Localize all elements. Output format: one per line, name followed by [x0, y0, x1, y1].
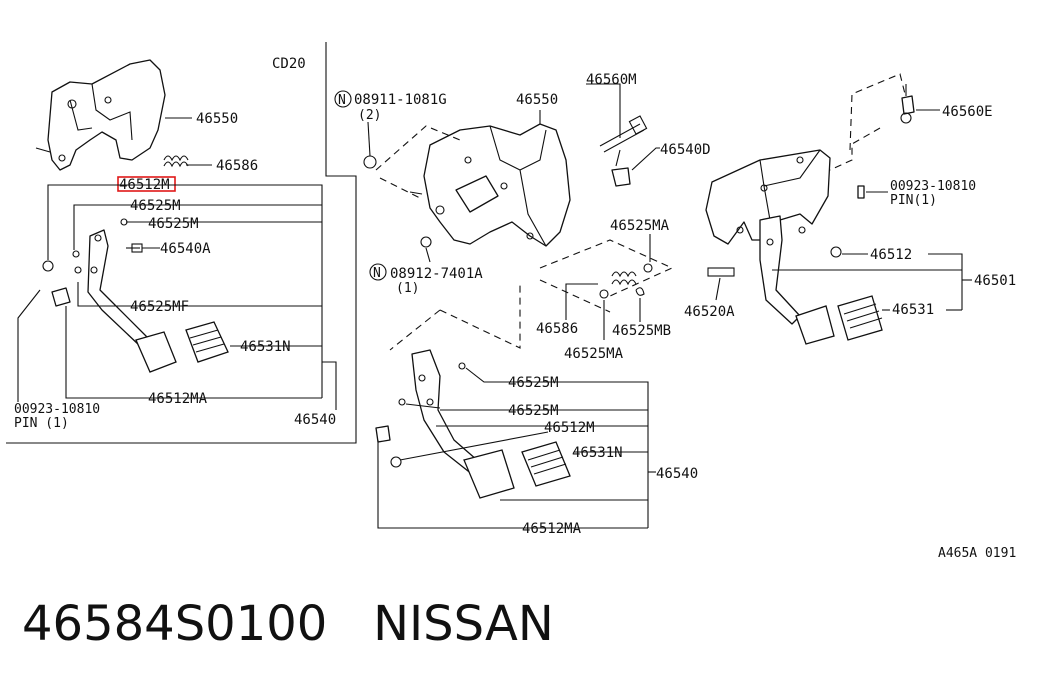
bolt-46560E	[900, 84, 915, 124]
label-46512M-center: 46512M	[544, 420, 595, 436]
label-08911-qty: (2)	[358, 108, 381, 123]
n-symbol-top: N	[334, 90, 352, 108]
part-caption: 46584S0100 NISSAN	[22, 596, 554, 652]
nut-08912	[420, 236, 432, 248]
label-46525MB: 46525MB	[612, 323, 671, 339]
spring-46586-left	[163, 155, 189, 168]
label-46560E: 46560E	[942, 104, 993, 120]
label-46531N-center: 46531N	[572, 445, 623, 461]
label-46540-left: 46540	[294, 412, 336, 428]
label-pin-number-left: 00923-10810	[14, 402, 100, 417]
label-pin-right: PIN(1)	[890, 193, 937, 208]
bolt-46560M	[599, 115, 648, 153]
label-46540D: 46540D	[660, 142, 711, 158]
label-46512-right: 46512	[870, 247, 912, 263]
label-46586-center: 46586	[536, 321, 578, 337]
label-46540A: 46540A	[160, 241, 211, 257]
label-46512MA-left: 46512MA	[148, 391, 208, 407]
engine-label: CD20	[272, 56, 306, 72]
label-46525M-center-a: 46525M	[508, 375, 559, 391]
label-46531N-left: 46531N	[240, 339, 291, 355]
label-pin-number-right: 00923-10810	[890, 179, 976, 194]
label-46586-left: 46586	[216, 158, 258, 174]
label-46525MA-center-a: 46525MA	[610, 218, 670, 234]
left-bracket-46550	[35, 59, 166, 171]
center-leaders	[377, 367, 656, 529]
label-46525M-center-b: 46525M	[508, 403, 559, 419]
label-08912-7401A: 08912-7401A	[390, 266, 483, 282]
label-46525M-left-a: 46525M	[130, 198, 181, 214]
spring-46586-center	[599, 263, 653, 299]
left-inset-frame	[6, 42, 357, 444]
svg-text:N: N	[338, 93, 346, 108]
label-08911-1081G: 08911-1081G	[354, 92, 447, 108]
stopper-46540D	[611, 149, 631, 187]
label-46501: 46501	[974, 273, 1016, 289]
center-bracket-46550	[423, 123, 571, 247]
right-leaders	[715, 253, 972, 311]
label-46560M: 46560M	[586, 72, 637, 88]
nut-08911	[363, 155, 377, 169]
label-46531-right: 46531	[892, 302, 934, 318]
label-08912-qty: (1)	[396, 281, 419, 296]
part-number: 46584S0100	[22, 596, 328, 652]
label-46525MA-center-b: 46525MA	[564, 346, 624, 362]
label-46550-left: 46550	[196, 111, 238, 127]
n-symbol-bottom: N	[369, 263, 387, 281]
label-46512MA-center: 46512MA	[522, 521, 582, 537]
diagram-code: A465A 0191	[938, 546, 1016, 561]
left-leaders	[17, 184, 337, 410]
highlight-box	[117, 176, 176, 192]
label-pin-left: PIN (1)	[14, 416, 69, 431]
brand-name: NISSAN	[373, 596, 554, 652]
label-46525MF: 46525MF	[130, 299, 189, 315]
right-bracket-46501	[705, 149, 883, 345]
label-46540-center: 46540	[656, 466, 698, 482]
label-46525M-left-b: 46525M	[148, 216, 199, 232]
left-pedal	[42, 218, 229, 373]
label-46520A: 46520A	[684, 304, 735, 320]
center-pedal	[375, 349, 571, 499]
label-46550-center: 46550	[516, 92, 558, 108]
svg-text:N: N	[373, 266, 381, 281]
